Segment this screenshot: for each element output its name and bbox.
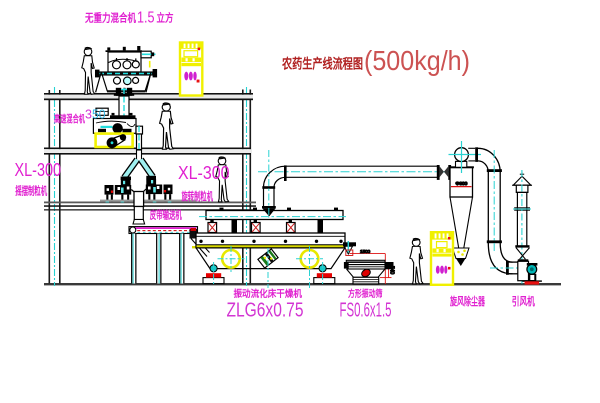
svg-text:方形振动筛: 方形振动筛 bbox=[348, 288, 383, 300]
svg-text:1.5: 1.5 bbox=[137, 10, 155, 27]
svg-text:Φ800: Φ800 bbox=[456, 181, 468, 187]
svg-text:540: 540 bbox=[388, 266, 394, 275]
svg-text:振动流化床干燥机: 振动流化床干燥机 bbox=[234, 288, 303, 300]
svg-text:(500kg/h): (500kg/h) bbox=[364, 45, 470, 76]
svg-text:3: 3 bbox=[85, 107, 92, 121]
svg-text:摇摆制粒机: 摇摆制粒机 bbox=[15, 184, 47, 197]
svg-text:ZLG6x0.75: ZLG6x0.75 bbox=[227, 300, 304, 322]
svg-text:立方: 立方 bbox=[157, 10, 174, 24]
svg-text:高速混合机: 高速混合机 bbox=[54, 113, 85, 126]
svg-text:农药生产线流程图: 农药生产线流程图 bbox=[281, 55, 363, 71]
svg-text:1500: 1500 bbox=[360, 249, 371, 254]
svg-text:无重力混合机: 无重力混合机 bbox=[84, 10, 136, 24]
svg-text:XL-300: XL-300 bbox=[15, 160, 62, 180]
svg-text:旋转制粒机: 旋转制粒机 bbox=[181, 190, 213, 203]
svg-text:引风机: 引风机 bbox=[512, 295, 535, 308]
svg-text:50: 50 bbox=[92, 107, 106, 121]
svg-text:皮带输送机: 皮带输送机 bbox=[149, 209, 182, 222]
svg-text:XL-300: XL-300 bbox=[178, 163, 230, 183]
svg-text:FS0.6x1.5: FS0.6x1.5 bbox=[340, 300, 392, 322]
svg-text:旋风除尘器: 旋风除尘器 bbox=[449, 295, 485, 308]
